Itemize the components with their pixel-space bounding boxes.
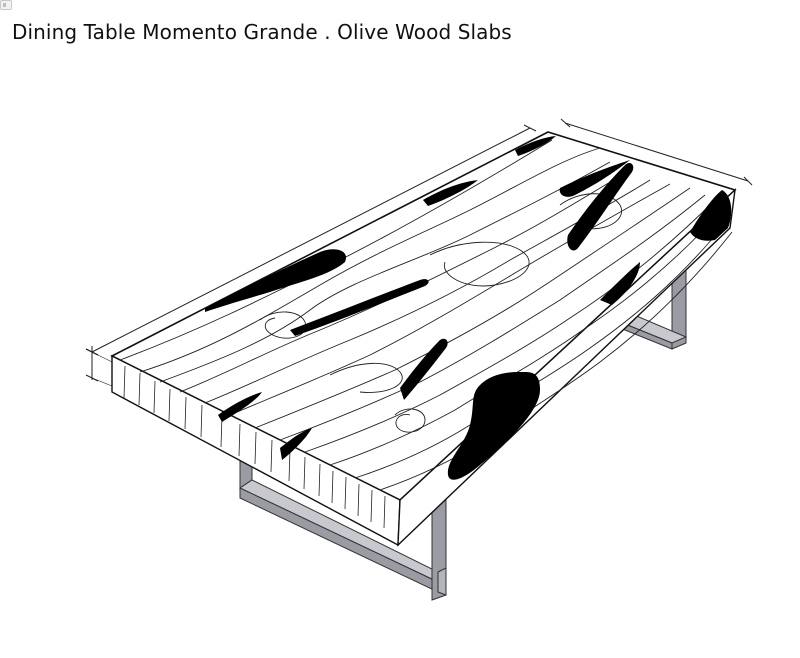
window-corner-icon [0, 0, 12, 10]
tabletop-surface [110, 131, 737, 501]
page-title: Dining Table Momento Grande . Olive Wood… [12, 20, 512, 44]
tabletop [110, 131, 737, 547]
resin-inlays [205, 136, 732, 480]
dimension-lines [85, 118, 753, 387]
front-leg [238, 447, 447, 601]
